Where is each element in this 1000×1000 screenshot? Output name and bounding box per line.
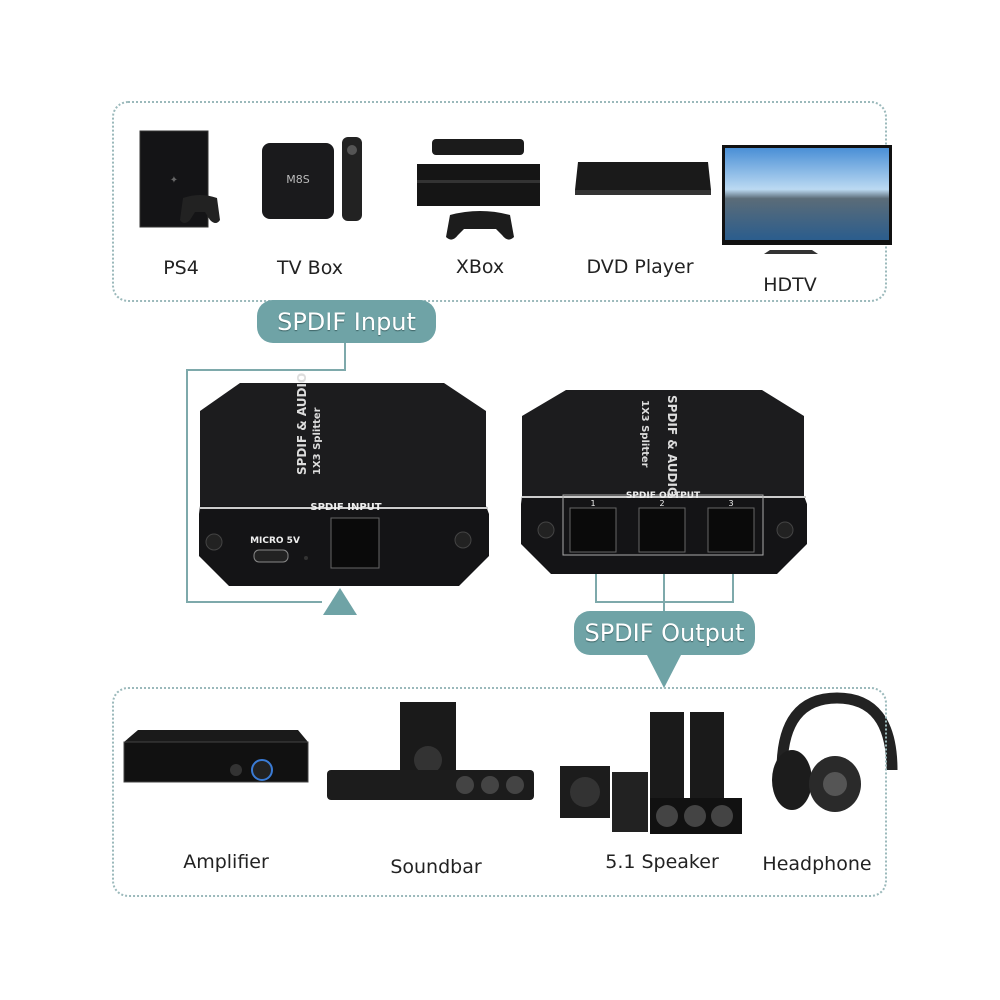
source-label-dvd-player: DVD Player [586, 256, 694, 278]
port-number-1: 1 [590, 499, 595, 508]
source-label-hdtv: HDTV [763, 274, 817, 296]
port-number-2: 2 [659, 499, 664, 508]
dest-label-5-1-speaker: 5.1 Speaker [605, 851, 719, 873]
dest-label-soundbar: Soundbar [390, 856, 482, 878]
input-arrow-icon [323, 588, 357, 615]
source-label-xbox: XBox [455, 256, 505, 278]
brand-line-2: 1X3 Splitter [639, 400, 650, 468]
ps4-console-icon: ✦ [139, 130, 220, 228]
brand-line-1: SPDIF & AUDIO [665, 395, 679, 497]
amplifier-icon [123, 730, 309, 783]
micro-5v-label: MICRO 5V [250, 536, 300, 546]
source-label-ps4: PS4 [163, 257, 199, 279]
spdif-output-group-label: SPDIF OUTPUT [626, 491, 701, 501]
brand-line-2: 1X3 Splitter [312, 407, 323, 475]
splitter-input-device: SPDIF INPUT MICRO 5V SPDIF & AUDIO 1X3 S… [199, 373, 489, 586]
spdif-input-port-label: SPDIF INPUT [310, 502, 381, 513]
soundbar-icon [327, 702, 534, 800]
speaker-system-icon [560, 712, 742, 834]
port-number-3: 3 [728, 499, 733, 508]
dvd-player-icon [575, 162, 711, 195]
xbox-console-icon [417, 139, 540, 240]
splitter-output-device: SPDIF OUTPUT 1 2 3 SPDIF & AUDIO 1X3 Spl… [521, 390, 807, 574]
spdif-input-label: SPDIF Input [257, 300, 436, 343]
spdif-output-label: SPDIF Output [574, 611, 755, 655]
hdtv-icon [722, 145, 892, 254]
dest-label-headphone: Headphone [762, 853, 872, 875]
dest-label-amplifier: Amplifier [183, 851, 269, 873]
ps4-logo: ✦ [170, 175, 178, 186]
tv-box-icon: M8S [262, 137, 362, 221]
destination-devices-panel [112, 687, 887, 897]
brand-line-1: SPDIF & AUDIO [295, 373, 309, 475]
input-connector-line [186, 343, 346, 603]
tv-box-logo: M8S [286, 173, 309, 186]
source-label-tv-box: TV Box [277, 257, 343, 279]
output-arrow-icon [647, 655, 681, 688]
